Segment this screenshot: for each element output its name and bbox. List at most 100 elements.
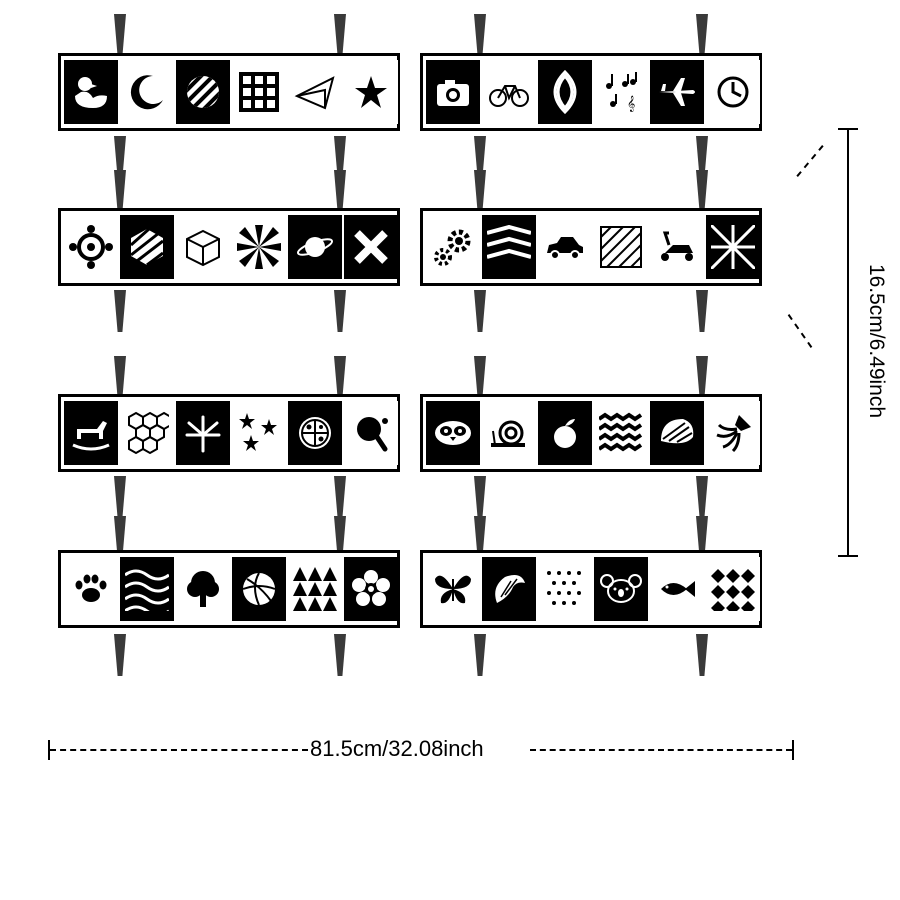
tile-music-notes: 𝄞 (594, 60, 648, 124)
strip-2: 𝄞 (420, 53, 762, 131)
tile-planet (288, 215, 342, 279)
tile-apple (538, 401, 592, 465)
leaf-icon (185, 415, 221, 453)
width-tick-left (48, 740, 50, 760)
butterfly-icon (435, 575, 471, 604)
tile-striped-circle (176, 60, 230, 124)
tile-ogee-pattern (538, 60, 592, 124)
music-notes-icon: 𝄞 (606, 72, 637, 112)
tile-dots (538, 557, 592, 621)
zigzag-icon (487, 225, 531, 259)
strip-7 (58, 550, 400, 628)
checker-squares-icon (239, 72, 279, 112)
tile-zigzag (482, 215, 536, 279)
tile-butterfly (426, 557, 480, 621)
tab (696, 516, 708, 558)
tile-moon (120, 60, 174, 124)
tab (334, 290, 346, 332)
tile-wavy-lines (120, 557, 174, 621)
tab (114, 170, 126, 212)
cube-icon (186, 229, 220, 267)
moon-icon (130, 75, 163, 110)
apple-icon (554, 419, 576, 448)
tab (474, 516, 486, 558)
tile-seashell (482, 557, 536, 621)
tile-snail (482, 401, 536, 465)
tile-diamond-pattern (706, 215, 760, 279)
sunburst-icon (237, 225, 281, 269)
strip-5 (58, 394, 400, 472)
tile-cross (344, 215, 398, 279)
height-line (847, 128, 849, 556)
planet-icon (296, 237, 334, 257)
tab (334, 170, 346, 212)
tile-diamonds (706, 557, 760, 621)
height-label: 16.5cm/6.49inch (860, 216, 888, 466)
height-pointer-bottom (787, 314, 813, 348)
tile-camera (426, 60, 480, 124)
dots-icon (547, 571, 581, 605)
striped-hexagon-icon (130, 227, 164, 267)
octopus-icon (716, 415, 751, 453)
tile-striped-hexagon (120, 215, 174, 279)
tab (696, 634, 708, 676)
tile-cube (176, 215, 230, 279)
duck-icon (75, 77, 107, 108)
ogee-pattern-icon (553, 70, 577, 114)
paper-plane-icon (294, 76, 335, 110)
tile-gears (426, 215, 480, 279)
star-icon (355, 76, 387, 108)
diagonal-lines-icon (600, 226, 642, 268)
tile-leaf (176, 401, 230, 465)
waves-icon (599, 412, 643, 452)
tab (334, 634, 346, 676)
tab (474, 634, 486, 676)
tab (474, 136, 486, 178)
cross-icon (354, 230, 388, 264)
height-pointer-top (796, 145, 824, 177)
diamond-pattern-icon (711, 225, 755, 269)
tab (334, 356, 346, 398)
tile-airplane (650, 60, 704, 124)
pizza-icon (299, 417, 331, 449)
width-line-left (50, 749, 308, 751)
tile-fish (650, 557, 704, 621)
height-tick-bottom (838, 555, 858, 557)
tab (696, 290, 708, 332)
tab (474, 290, 486, 332)
tile-ping-pong (344, 401, 398, 465)
tile-penguin (426, 401, 480, 465)
koala-icon (600, 574, 642, 603)
tab (114, 634, 126, 676)
seashell-icon (495, 575, 525, 603)
honeycomb-icon (128, 411, 169, 455)
bicycle-icon (489, 85, 529, 107)
tile-car (538, 215, 592, 279)
tile-duck (64, 60, 118, 124)
width-label: 81.5cm/32.08inch (310, 736, 484, 761)
tab (114, 136, 126, 178)
volleyball-icon (242, 572, 276, 606)
tile-checker-squares (232, 60, 286, 124)
tile-rocking-horse (64, 401, 118, 465)
tile-sunburst (232, 215, 286, 279)
fish-icon (661, 581, 695, 597)
tile-honeycomb (120, 401, 174, 465)
tile-shell-leaf (650, 401, 704, 465)
clock-icon (717, 76, 749, 108)
strip-8 (420, 550, 762, 628)
strip-1 (58, 53, 400, 131)
width-line-right (530, 749, 792, 751)
width-tick-right (792, 740, 794, 760)
svg-text:𝄞: 𝄞 (627, 96, 635, 112)
strip-3 (58, 208, 400, 286)
scooter-icon (661, 231, 693, 261)
tab (696, 356, 708, 398)
diamonds-icon (711, 569, 755, 611)
tile-flower (344, 557, 398, 621)
stars-pattern-icon (239, 413, 277, 451)
tab (696, 14, 708, 56)
tile-star (344, 60, 398, 124)
shell-leaf-icon (661, 419, 694, 444)
triangles-icon (293, 567, 337, 611)
